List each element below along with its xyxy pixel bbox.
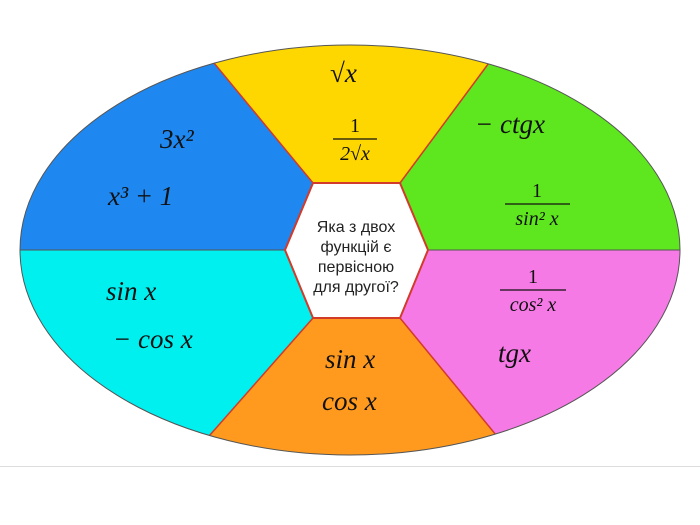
fraction-denominator: 2√x [340,143,370,165]
fraction-numerator: 1 [350,115,360,137]
sector-magenta [400,250,680,455]
fraction-denominator: cos² x [510,294,557,316]
formula: sin x [325,344,375,374]
fraction-denominator: sin² x [515,208,558,230]
formula: − cos x [113,324,193,354]
formula: tgx [498,338,531,368]
formula: 3x² [159,124,194,154]
sector-cyan [20,250,313,455]
question-line: функцій є [320,239,391,256]
formula: cos x [322,386,377,416]
question-line: первісною [318,259,394,276]
formula: − ctgx [475,109,545,139]
sector-orange [205,318,500,455]
divider [0,466,700,467]
center-hexagon [283,182,430,319]
question-line: для другої? [313,279,399,296]
question-line: Яка з двох [317,219,395,236]
formula: sin x [106,276,156,306]
formula: x³ + 1 [107,181,173,211]
formula: √x [330,58,357,88]
fraction-numerator: 1 [528,266,538,288]
fraction-numerator: 1 [532,180,542,202]
